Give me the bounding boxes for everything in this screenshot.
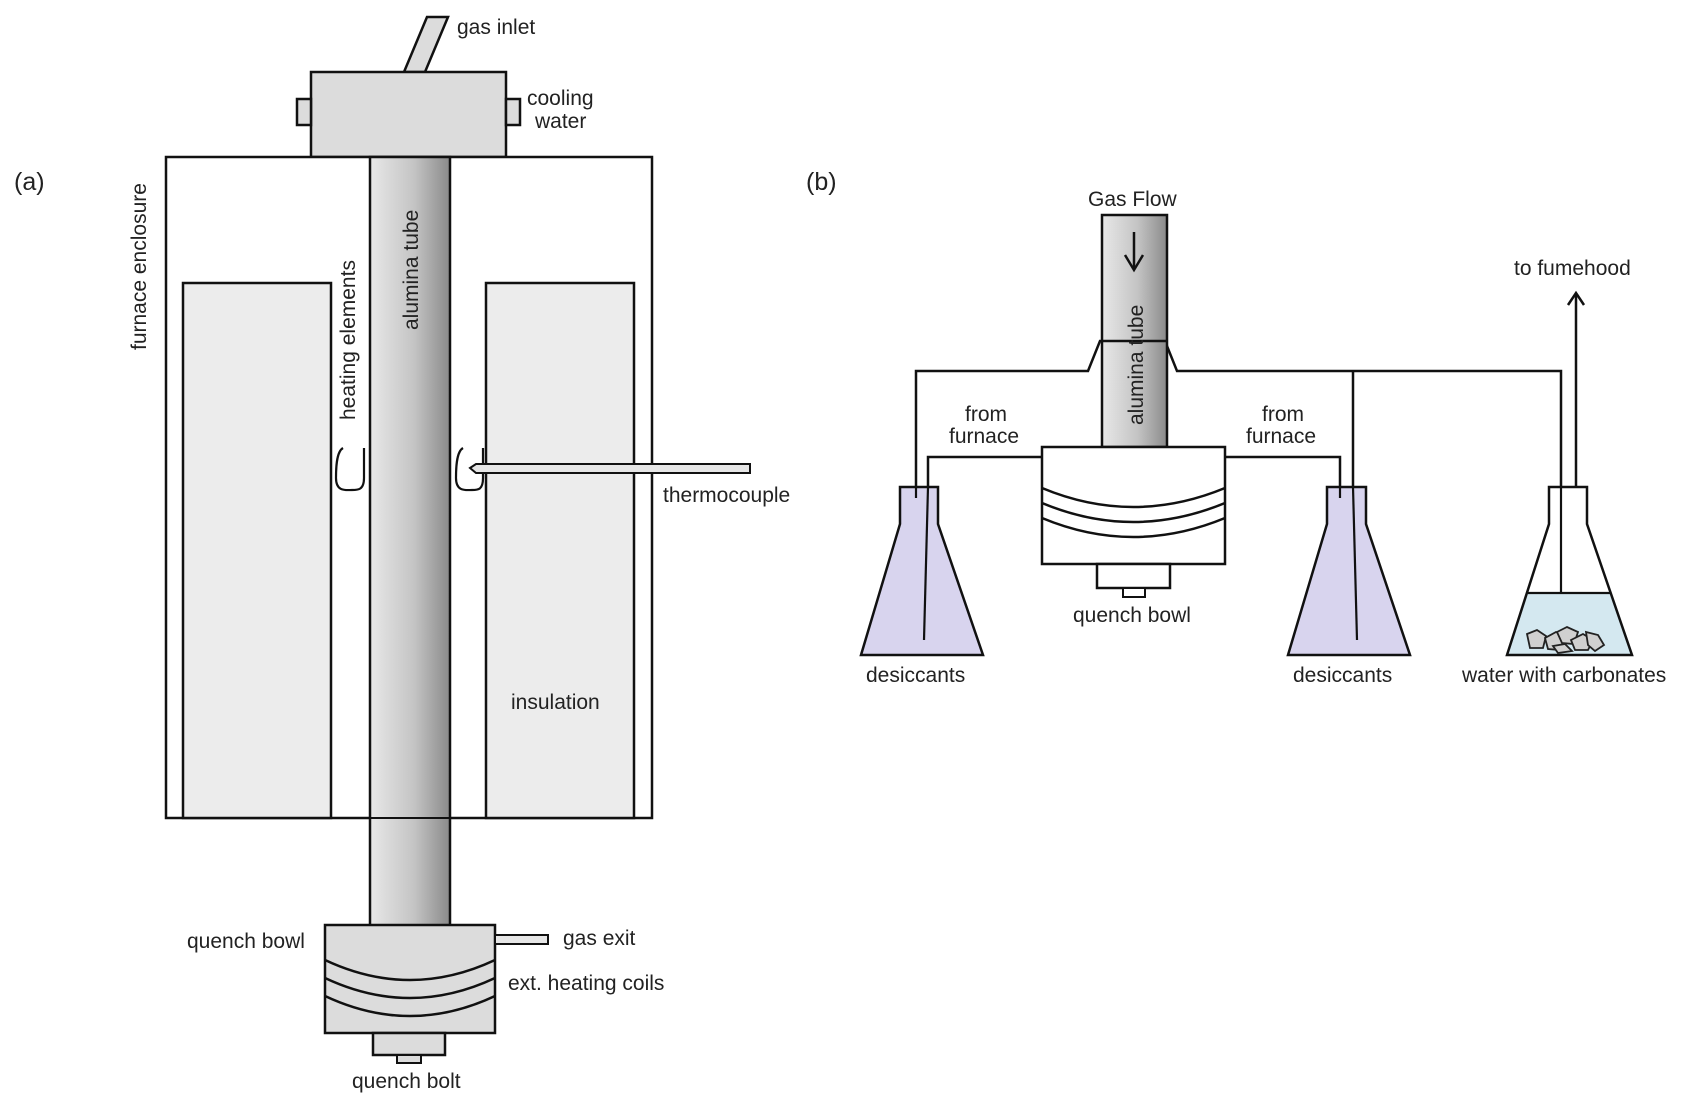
alumina-tube-a — [368, 155, 452, 929]
gas-flow-label: Gas Flow — [1088, 188, 1178, 211]
from-furnace-right-line2: furnace — [1246, 425, 1316, 448]
gas-inlet-label: gas inlet — [457, 16, 535, 39]
thermocouple — [468, 463, 751, 474]
gas-exit-label: gas exit — [563, 927, 636, 950]
quench-bolt-housing — [371, 1031, 447, 1057]
cooling-cap — [309, 70, 508, 159]
desiccants-label-right: desiccants — [1293, 664, 1392, 687]
panel-b-label: (b) — [806, 168, 837, 196]
water-with-carbonates-label: water with carbonates — [1461, 664, 1666, 687]
gas-flow-arrow-icon — [1123, 232, 1145, 273]
gas-inlet-pipe — [402, 15, 450, 74]
from-furnace-left-line2: furnace — [949, 425, 1019, 448]
desiccants-label-left: desiccants — [866, 664, 965, 687]
heating-element-right — [454, 447, 485, 492]
exhaust-tubing — [914, 339, 1563, 487]
gas-exit-pipe — [494, 934, 549, 945]
cooling-water-label-line2: water — [534, 110, 586, 133]
insulation-label: insulation — [511, 691, 600, 714]
to-fumehood-label: to fumehood — [1514, 257, 1631, 280]
ext-heating-coils-label: ext. heating coils — [508, 972, 664, 995]
alumina-tube-label-a: alumina tube — [400, 210, 423, 330]
quench-bolt-housing-b — [1095, 562, 1172, 590]
from-furnace-left-line1: from — [965, 403, 1007, 426]
panel-a: (a) gas inlet cooling water furnace encl… — [14, 15, 790, 1093]
quench-bowl-label-b: quench bowl — [1073, 604, 1191, 627]
quench-bowl-label-a: quench bowl — [187, 930, 305, 953]
heating-coil-1 — [324, 958, 496, 982]
thermocouple-label: thermocouple — [663, 484, 790, 507]
alumina-tube-label-b: alumina tube — [1125, 305, 1148, 425]
heating-coil-2 — [324, 976, 496, 1000]
quench-bolt-label: quench bolt — [352, 1070, 461, 1093]
desiccant-flask-right — [1286, 485, 1412, 657]
heating-element-left — [334, 447, 366, 492]
cooling-port-left — [295, 97, 313, 127]
cooling-port-right — [504, 97, 522, 127]
quench-bolt — [396, 1054, 422, 1064]
quench-bowl-b — [1040, 445, 1227, 566]
desiccant-flask-left — [859, 485, 985, 657]
panel-b: (b) Gas Flow alumina tube quench bowl fr… — [806, 168, 1666, 687]
heating-elements-label: heating elements — [337, 260, 360, 420]
insulation-right — [484, 281, 636, 820]
water-flask — [1505, 485, 1634, 657]
cooling-water-label-line1: cooling — [527, 87, 594, 110]
insulation-left — [181, 281, 333, 820]
fumehood-arrow-icon — [1566, 290, 1586, 306]
furnace-enclosure-label: furnace enclosure — [128, 183, 151, 350]
quench-bolt-b — [1122, 587, 1146, 598]
panel-a-label: (a) — [14, 168, 45, 196]
carbonate-rocks — [1525, 626, 1606, 654]
from-furnace-right-line1: from — [1262, 403, 1304, 426]
heating-coil-3 — [324, 994, 496, 1018]
